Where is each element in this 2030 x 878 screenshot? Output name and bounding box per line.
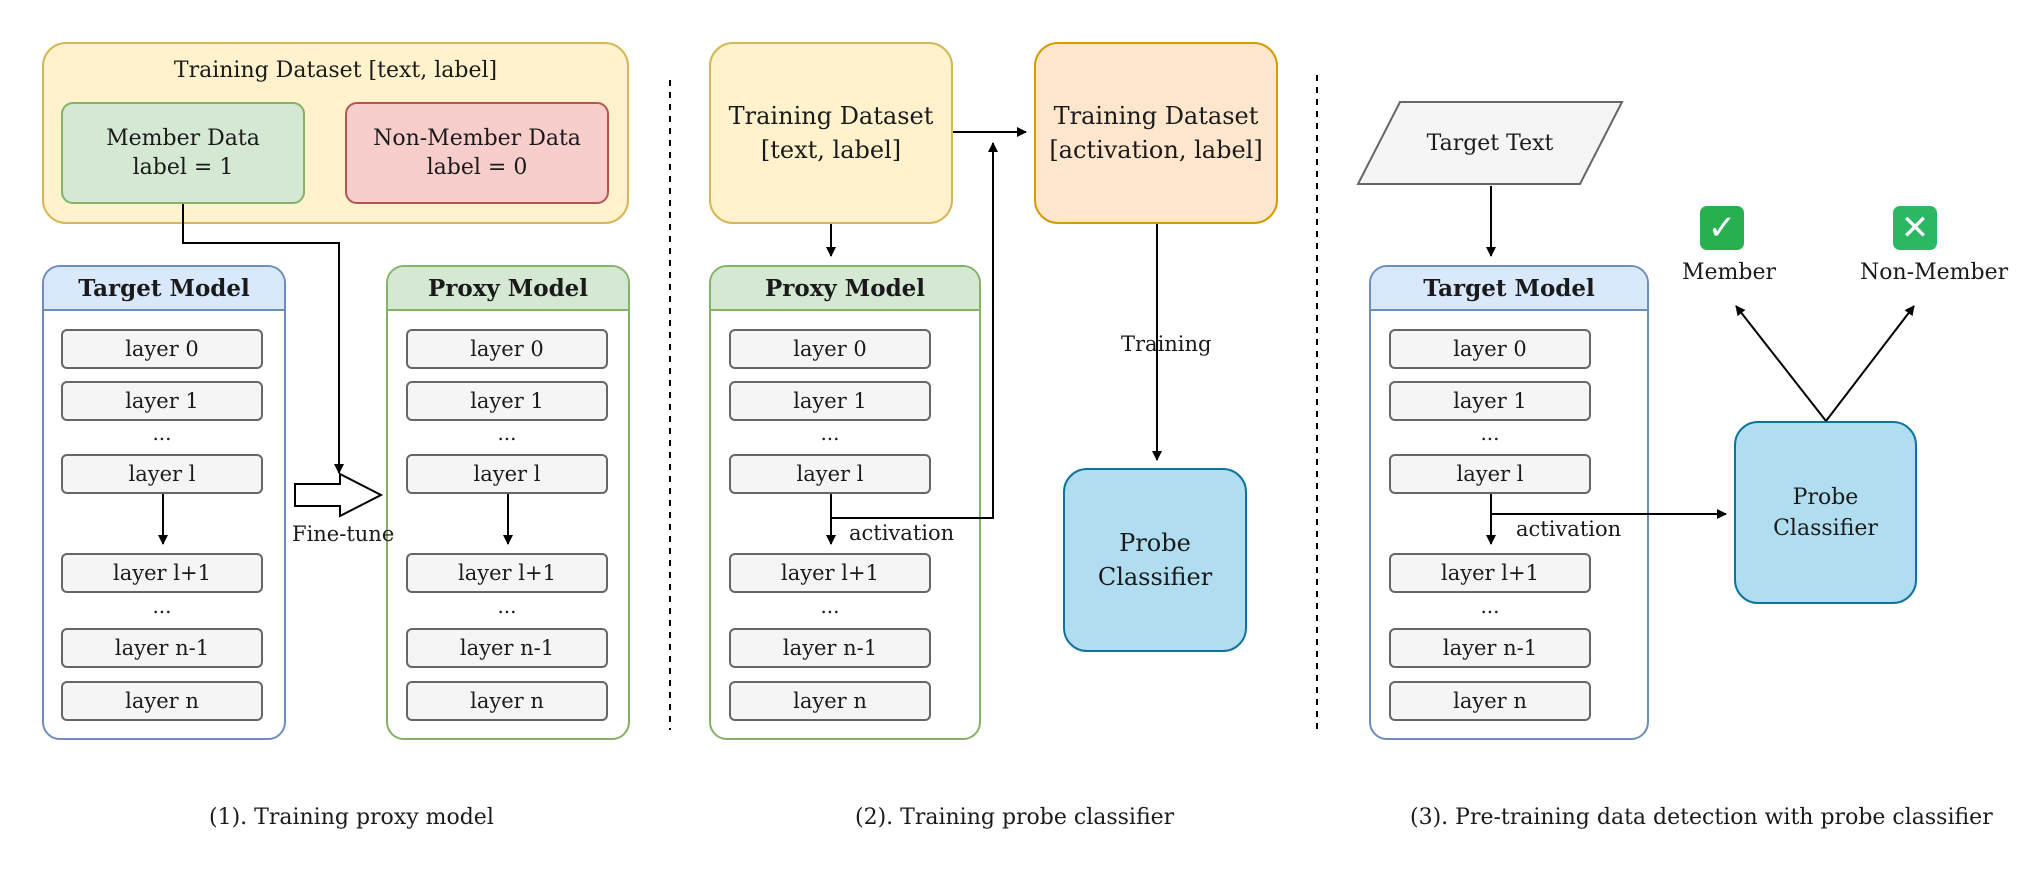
layer-box: layer l+1 [729,553,931,593]
non-member-data-label: Non-Member Data [373,126,581,151]
layer-box: layer l+1 [61,553,263,593]
target-text-label: Target Text [1426,130,1554,156]
probe-classifier-label-2b: Classifier [1097,563,1213,591]
layer-box: layer 1 [1389,381,1591,421]
caption-panel-2: (2). Training probe classifier [855,805,1175,830]
probe-to-non-member-arrow [1825,305,1915,422]
non-member-data-value: label = 0 [426,155,528,180]
ellipsis: ... [820,421,840,445]
layer-box: layer l+1 [1389,553,1591,593]
layer-box: layer n [1389,681,1591,721]
target-model-header-3: Target Model [1371,267,1647,311]
probe-classifier-box-3: Probe Classifier [1734,421,1917,604]
layer-box: layer n [729,681,931,721]
layer-box: layer 1 [729,381,931,421]
training-dataset-activation-title: Training Dataset [1053,102,1259,130]
layer-box: layer 0 [61,329,263,369]
target-text-parallelogram [1356,101,1624,185]
ellipsis: ... [152,594,172,618]
layer-box: layer n [61,681,263,721]
ellipsis: ... [1480,421,1500,445]
layer-box: layer n-1 [406,628,608,668]
layer-box: layer 0 [1389,329,1591,369]
layer-box: layer l+1 [406,553,608,593]
ellipsis: ... [820,594,840,618]
non-member-data-box: Non-Member Data label = 0 [345,102,609,204]
training-dataset-text-box: Training Dataset [text, label] [709,42,953,224]
probe-classifier-label-3b: Classifier [1773,515,1878,541]
training-label: Training [1118,330,1215,358]
activation-to-dataset-arrow [831,142,998,519]
layer-box: layer 0 [729,329,931,369]
layer-box: layer l [729,454,931,494]
proxy-model-header-1: Proxy Model [388,267,628,311]
ellipsis: ... [152,421,172,445]
training-dataset-activation-format: [activation, label] [1049,136,1263,164]
member-label: Member [1682,260,1777,285]
member-data-label: Member Data [106,126,260,151]
proxy-model-header-2: Proxy Model [711,267,979,311]
layer-box: layer 1 [406,381,608,421]
layer-box: layer n [406,681,608,721]
ellipsis: ... [497,421,517,445]
layer-box: layer l [61,454,263,494]
layer-box: layer n-1 [1389,628,1591,668]
member-data-value: label = 1 [132,155,234,180]
ellipsis: ... [1480,594,1500,618]
target-model-header-1: Target Model [44,267,284,311]
layer-box: layer l [406,454,608,494]
member-data-to-finetune-arrow [182,204,344,474]
fine-tune-label: Fine-tune [292,522,395,546]
training-dataset-text-format: [text, label] [760,136,902,164]
probe-classifier-box-2: Probe Classifier [1063,468,1247,652]
training-dataset-text-title: Training Dataset [728,102,934,130]
layer-box: layer n-1 [729,628,931,668]
training-dataset-activation-box: Training Dataset [activation, label] [1034,42,1278,224]
caption-panel-1: (1). Training proxy model [209,805,494,830]
caption-panel-3: (3). Pre-training data detection with pr… [1410,805,1993,830]
layer-box: layer l [1389,454,1591,494]
non-member-label: Non-Member [1860,260,2009,285]
layer-box: layer n-1 [61,628,263,668]
probe-to-member-arrow [1735,305,1827,422]
fine-tune-hollow-arrow [294,472,384,518]
cross-mark-button-icon: ✕ [1893,206,1937,250]
ellipsis: ... [497,594,517,618]
probe-classifier-label-2a: Probe [1119,529,1191,557]
training-dataset-title: Training Dataset [text, label] [173,58,498,83]
layer-box: layer 1 [61,381,263,421]
activation-label-2: activation [849,521,955,545]
member-data-box: Member Data label = 1 [61,102,305,204]
layer-box: layer 0 [406,329,608,369]
check-mark-button-icon: ✓ [1700,206,1744,250]
activation-label-3: activation [1516,517,1622,541]
probe-classifier-label-3a: Probe [1792,484,1859,510]
